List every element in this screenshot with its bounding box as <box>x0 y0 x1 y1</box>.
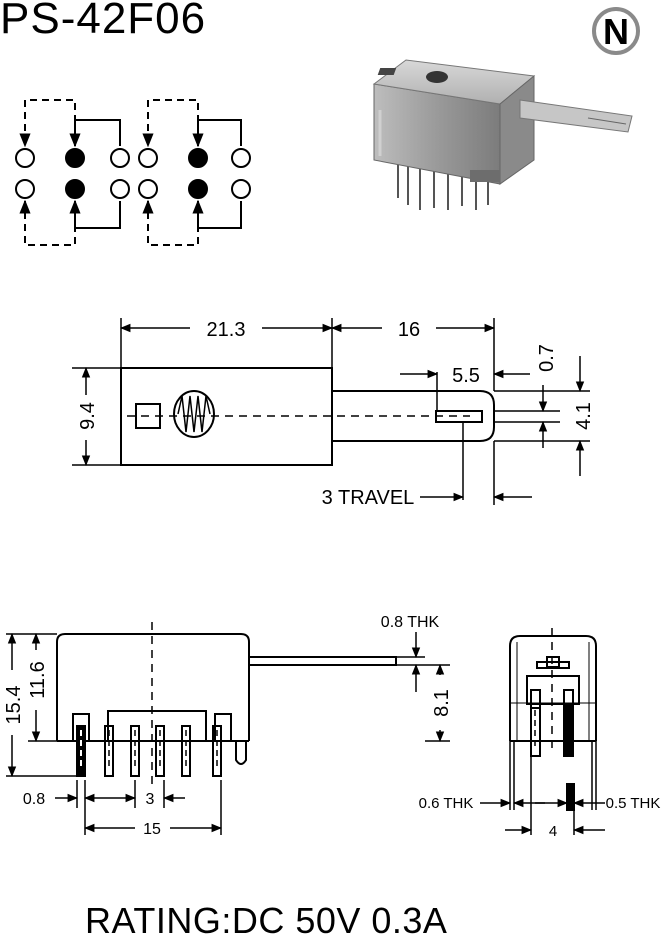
circuit-schematic <box>15 99 251 246</box>
top-view-labels: 21.3 16 5.5 0.7 4.1 9.4 3 TRAVEL <box>77 319 595 509</box>
dim-travel: 3 TRAVEL <box>322 487 415 509</box>
side-view-labels: 15.4 11.6 0.8 THK 8.1 0.8 3 15 <box>3 614 453 838</box>
top-view <box>72 318 590 505</box>
dim-height: 9.4 <box>77 402 99 430</box>
dim-tip: 5.5 <box>452 365 480 387</box>
part-number-title: PS-42F06 <box>0 0 207 43</box>
dim-tip-width: 4.1 <box>573 402 595 430</box>
product-photo <box>372 59 633 210</box>
dim-shaft: 16 <box>398 319 420 341</box>
dim-lever-thk: 0.8 THK <box>381 614 440 631</box>
dim-tip-gap: 0.7 <box>536 344 558 372</box>
dim-span: 15 <box>143 821 161 838</box>
dim-pitch: 3 <box>146 791 155 808</box>
dim-length: 21.3 <box>207 319 246 341</box>
side-view <box>6 622 450 835</box>
end-view-labels: 0.6 THK 0.5 THK 4 <box>419 795 661 840</box>
rating-label: RATING:DC 50V 0.3A <box>85 900 448 941</box>
dim-left-thk: 0.6 THK <box>419 795 474 812</box>
end-view <box>480 628 605 835</box>
dim-row-pitch: 4 <box>549 823 557 840</box>
logo-letter: N <box>603 11 629 52</box>
dim-pin-offset: 0.8 <box>23 791 45 808</box>
dim-overall-side: 15.4 <box>3 686 25 725</box>
dim-pin-len: 8.1 <box>431 689 453 717</box>
dim-body-side: 11.6 <box>27 661 49 698</box>
brand-logo: N <box>592 7 640 55</box>
dim-right-thk: 0.5 THK <box>606 795 661 812</box>
